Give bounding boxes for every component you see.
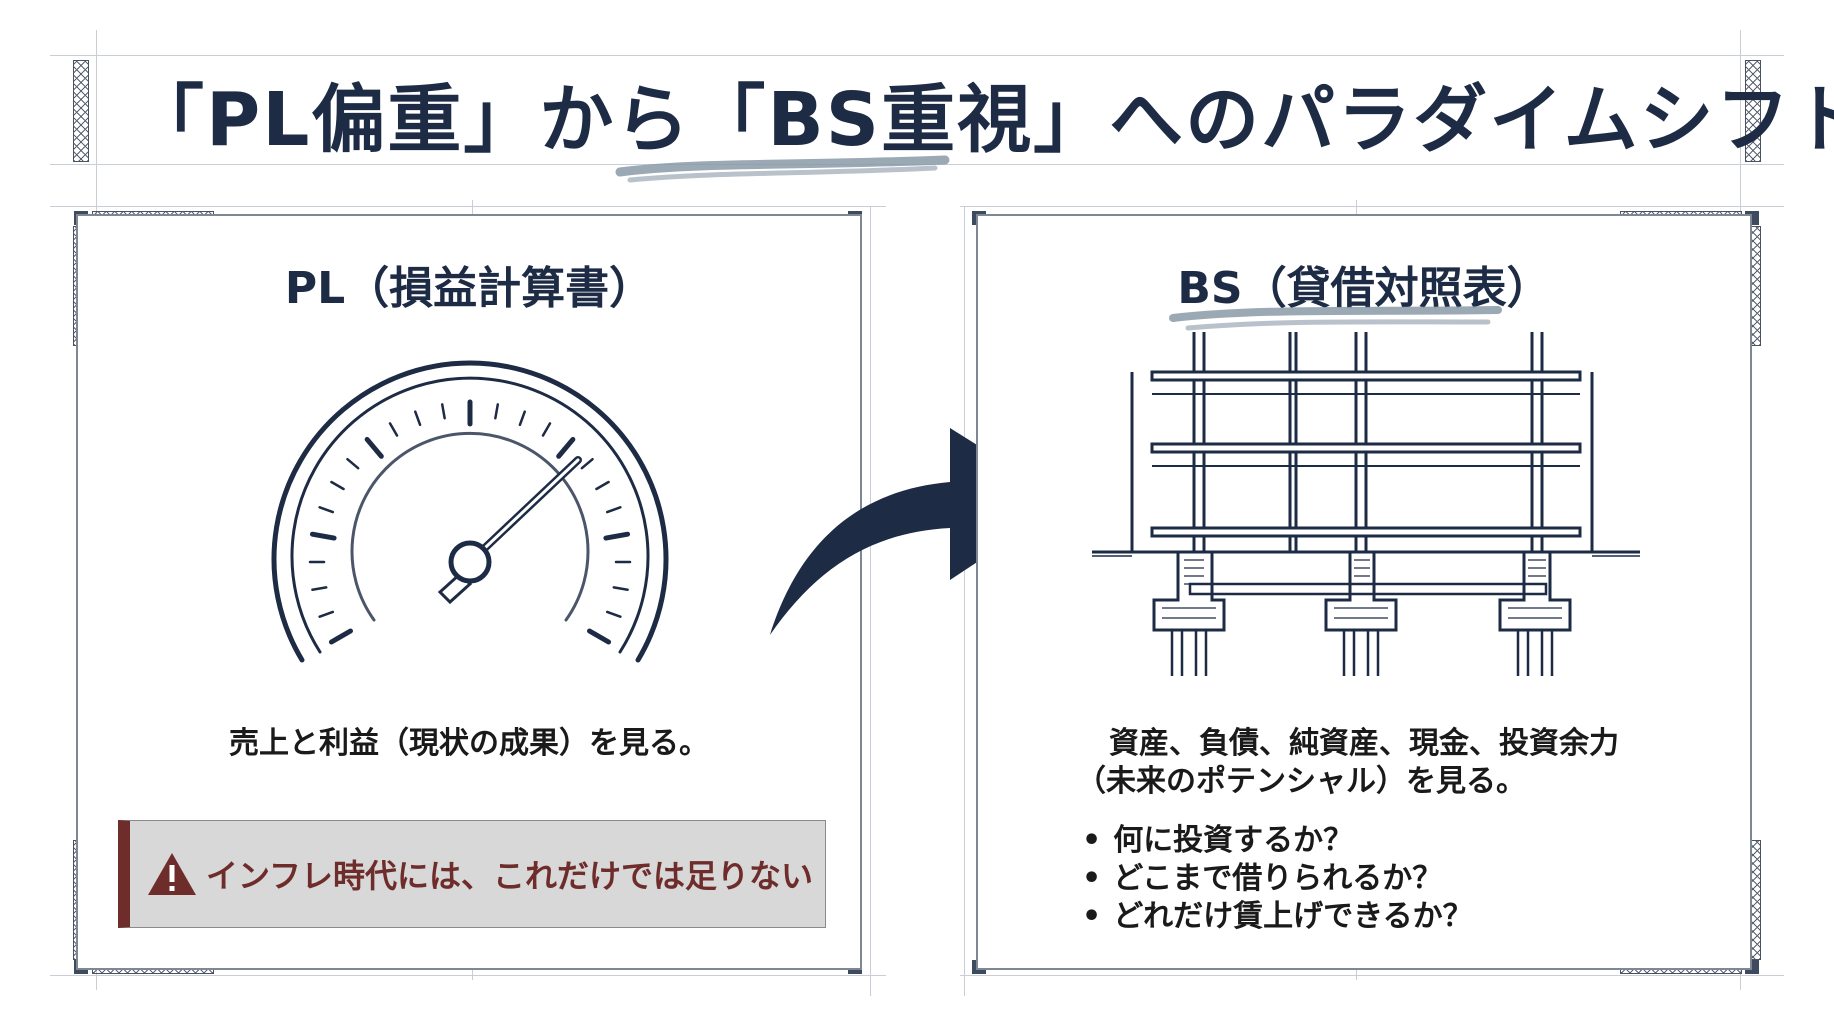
speedometer-gauge-icon [271,360,669,663]
grid-line [960,975,1784,976]
gauge-tick [311,586,328,592]
bs-heading: BS（貸借対照表） [1177,263,1551,314]
gauge-tick [587,628,612,645]
gauge-tick [541,422,552,437]
gauge-tick [318,610,335,618]
list-item: どれだけ賃上げできるか？ [1082,898,1472,936]
gauge-tick [414,410,422,427]
gauge-tick [346,457,360,470]
warning-box: インフレ時代には、これだけでは足りない [118,820,826,928]
list-item: どこまで借りられるか？ [1082,860,1473,898]
grid-line [870,206,871,996]
gauge-tick [580,457,594,470]
page-title: 「PL偏重」から「BS重視」へのパラダイムシフト [130,77,1834,163]
pl-heading: PL（損益計算書） [284,263,654,314]
grid-line [964,206,965,996]
gauge-tick [603,531,631,541]
bs-caption-line1: 資産、負債、純資産、現金、投資余力 [1109,726,1619,761]
gauge-tick [328,628,353,645]
question-list: 何に投資するか？ どこまで借りられるか？ どれだけ賃上げできるか？ [1082,822,1473,936]
gauge-tick [605,506,622,514]
gauge-tick [595,480,610,491]
grid-line [50,55,1784,56]
gauge-tick [330,480,345,491]
title-brush-underline [615,155,950,183]
gauge-tick [494,403,500,420]
grid-line [50,206,886,207]
gauge-tick [556,436,576,459]
gauge-tick [364,436,384,459]
gauge-tick [309,531,337,541]
bs-caption-line2: （未来のポテンシャル）を見る。 [1076,764,1526,799]
list-item: 何に投資するか？ [1082,822,1473,860]
gauge-tick [605,610,622,618]
gauge-tick [612,586,629,592]
grid-line [50,975,886,976]
hatch-marker [73,60,89,162]
gauge-tick [318,506,335,514]
gauge-tick [388,422,399,437]
gauge-tick [518,410,526,427]
hatch-marker [1745,60,1761,162]
grid-line [960,206,1784,207]
building-structure-icon [1092,332,1640,676]
warning-text: インフレ時代には、これだけでは足りない [206,857,814,895]
pl-caption: 売上と利益（現状の成果）を見る。 [229,726,709,761]
gauge-tick [440,403,446,420]
heading-brush-underline [1169,306,1502,331]
warning-triangle-icon [148,853,196,895]
